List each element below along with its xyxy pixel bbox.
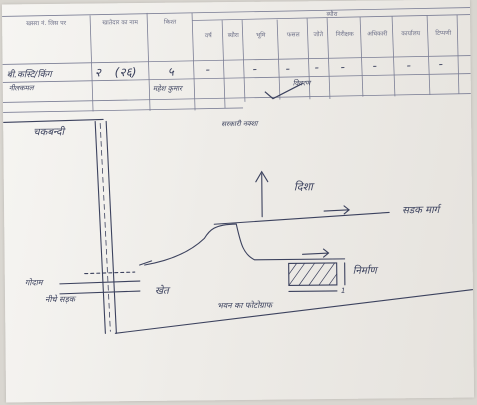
label-road-right: सडक मार्ग [402,204,440,217]
label-dim-mark: 1 [340,286,346,295]
label-left-lower-1: गोदाम [24,278,43,288]
record-table-grid [2,7,471,113]
label-top-left: चकबन्दी [33,126,65,139]
label-bottom: भवन का फोटोग्राफ [217,300,273,311]
label-north: दिशा [293,180,313,194]
label-left-lower-2: नीचे सड़क [44,294,76,305]
label-top-center: सरकारी नक्शा [221,119,258,129]
label-side: खेत [154,285,169,297]
label-house: निर्माण [352,265,377,277]
